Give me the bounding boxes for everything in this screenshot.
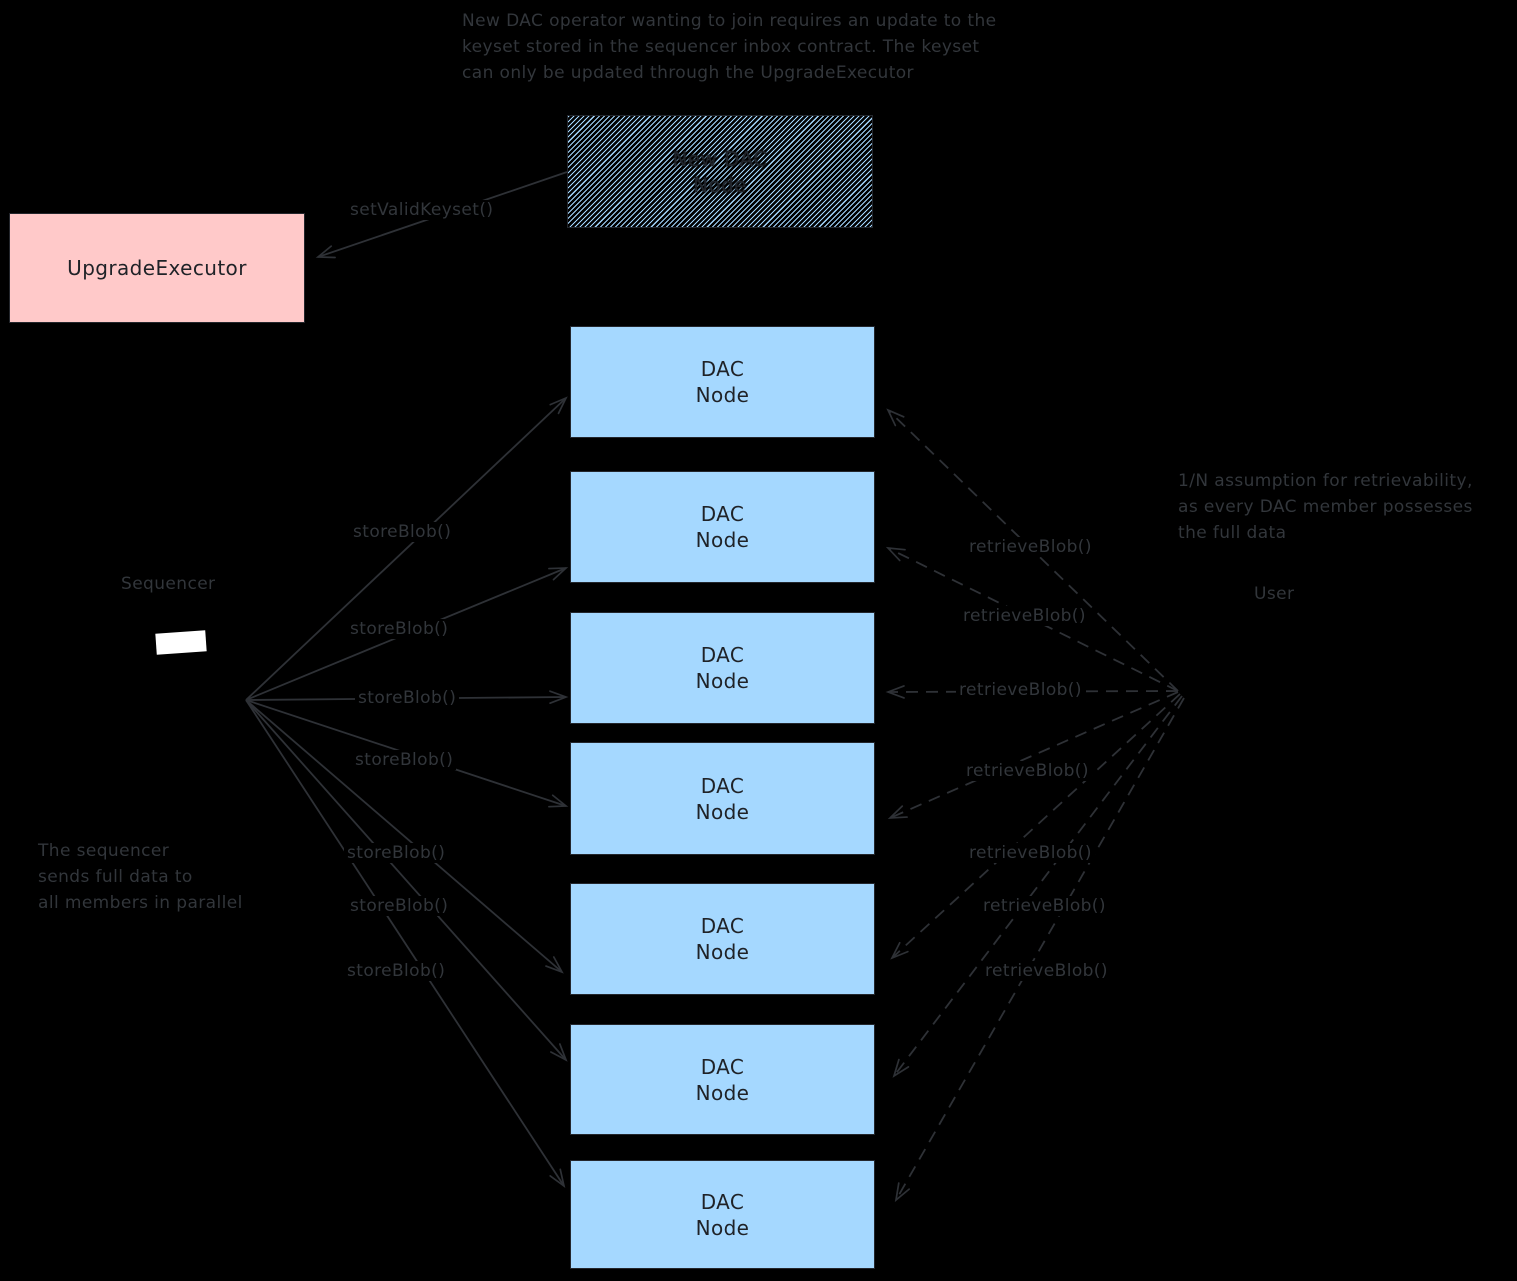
retrieve-blob-6-arrow	[892, 695, 1183, 1078]
dac-node-7-label: DAC Node	[695, 1189, 750, 1240]
store-blob-7-arrow	[245, 699, 566, 1189]
store-blob-7-label: storeBlob()	[344, 961, 449, 981]
store-blob-2-label: storeBlob()	[347, 619, 452, 639]
retrieve-blob-5-arrow	[890, 693, 1181, 960]
store-blob-4-label: storeBlob()	[352, 750, 457, 770]
dac-node-1-label: DAC Node	[695, 357, 750, 407]
dac-node-7: DAC Node	[570, 1160, 875, 1269]
retrieve-blob-5-label: retrieveBlob()	[966, 843, 1095, 863]
set-valid-keyset-label: setValidKeyset()	[347, 200, 497, 220]
store-blob-6-label: storeBlob()	[347, 896, 452, 916]
upgrade-executor: UpgradeExecutor	[9, 213, 305, 323]
dac-node-3: DAC Node	[570, 612, 875, 724]
retrieve-blob-1-label: retrieveBlob()	[966, 537, 1095, 557]
top-note: New DAC operator wanting to join require…	[462, 11, 997, 83]
dac-node-5: DAC Node	[570, 883, 875, 995]
dac-node-5-label: DAC Node	[695, 914, 750, 964]
sequencer-shape	[155, 630, 207, 655]
store-blob-3-label: storeBlob()	[355, 688, 460, 708]
dac-node-2: DAC Node	[570, 471, 875, 583]
retrieve-blob-4-arrow	[887, 691, 1179, 819]
dac-node-3-label: DAC Node	[695, 643, 750, 693]
retrieve-blob-4-label: retrieveBlob()	[963, 761, 1092, 781]
user-label: User	[1254, 584, 1295, 604]
store-blob-5-label: storeBlob()	[344, 843, 449, 863]
dac-node-6: DAC Node	[570, 1024, 875, 1135]
new-dac-node: New DAC Node	[567, 115, 873, 228]
retrieve-blob-3-label: retrieveBlob()	[956, 680, 1085, 700]
store-blob-1-label: storeBlob()	[350, 522, 455, 542]
dac-node-4-label: DAC Node	[695, 773, 750, 824]
store-blob-1-arrow	[245, 396, 568, 701]
retrieve-blob-7-label: retrieveBlob()	[982, 961, 1111, 981]
left-note: The sequencer sends full data to all mem…	[38, 841, 243, 913]
right-note: 1/N assumption for retrievability, as ev…	[1178, 471, 1473, 543]
dac-node-6-label: DAC Node	[695, 1054, 750, 1105]
dac-node-4: DAC Node	[570, 742, 875, 855]
sequencer-label: Sequencer	[121, 574, 216, 594]
retrieve-blob-6-label: retrieveBlob()	[980, 896, 1109, 916]
new-dac-node-label: New DAC Node	[672, 146, 768, 197]
store-blob-5-arrow	[245, 699, 564, 974]
dac-node-2-label: DAC Node	[695, 502, 750, 552]
dac-node-1: DAC Node	[570, 326, 875, 438]
upgrade-executor-label: UpgradeExecutor	[67, 256, 247, 280]
retrieve-blob-2-label: retrieveBlob()	[960, 606, 1089, 626]
